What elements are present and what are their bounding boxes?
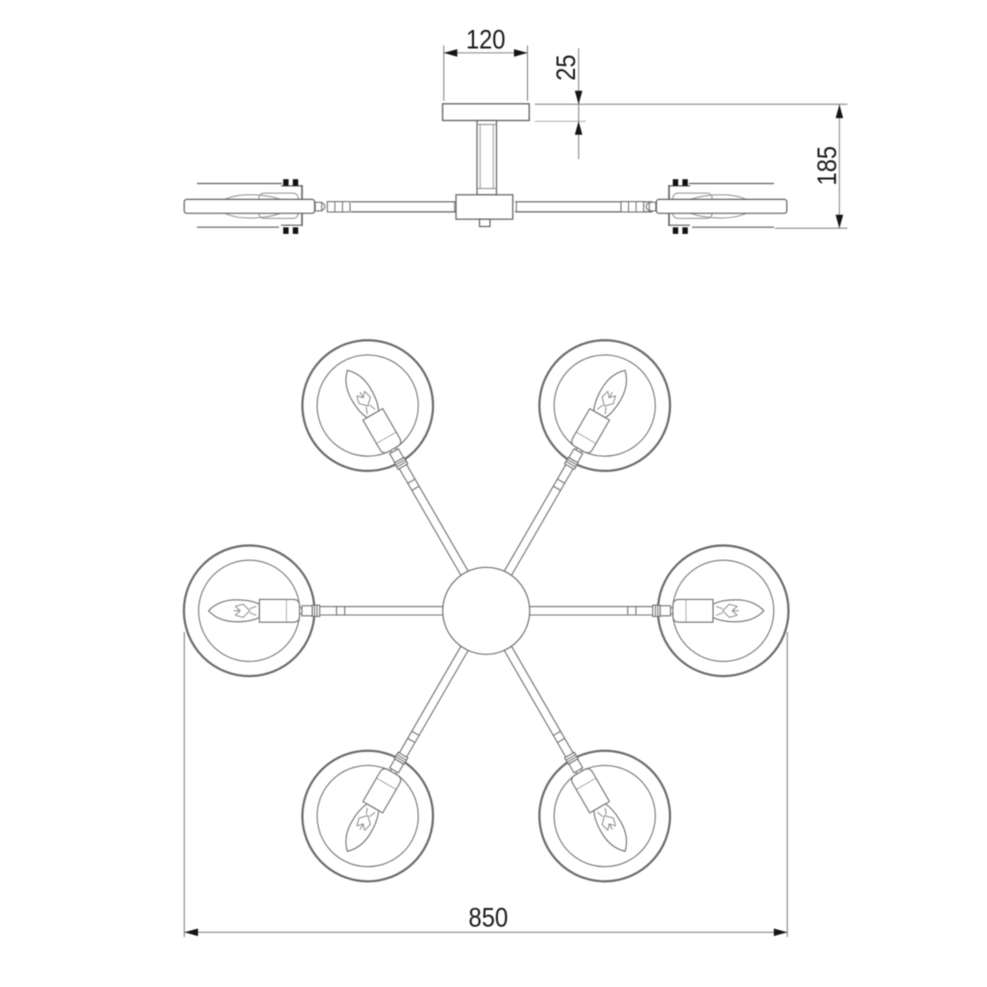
svg-text:120: 120 (466, 24, 506, 54)
svg-text:850: 850 (469, 903, 509, 933)
svg-text:185: 185 (812, 146, 842, 186)
svg-text:25: 25 (551, 54, 581, 80)
